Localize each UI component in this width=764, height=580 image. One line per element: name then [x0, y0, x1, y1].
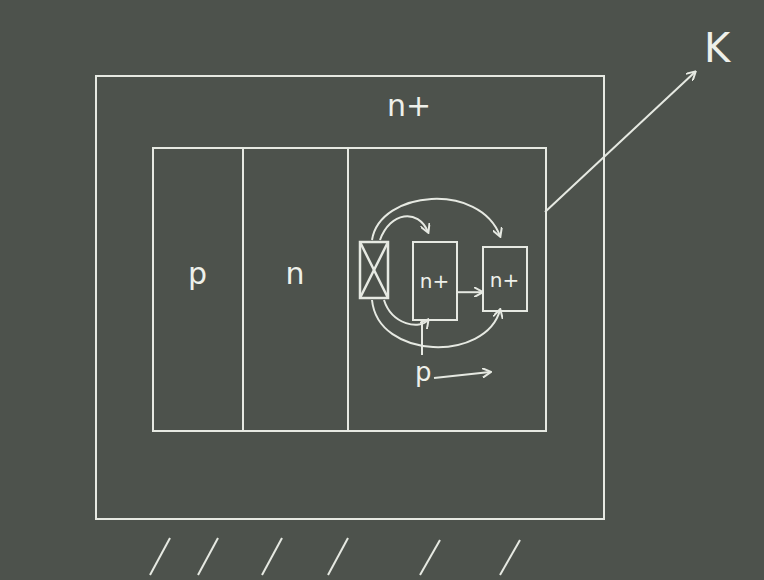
contact-symbol: [360, 242, 388, 298]
region-label: p: [188, 259, 207, 289]
region-label: n+: [420, 271, 449, 291]
current-arcs: [372, 199, 500, 378]
ground-hatching: [150, 538, 520, 575]
n-plus-substrate: n+ p n p n+ n+: [95, 75, 605, 520]
region-label: n+: [387, 91, 431, 121]
region-label: n: [285, 259, 304, 289]
region-label: n+: [490, 270, 519, 290]
n-plus-diffusion: n+: [482, 246, 528, 312]
n-region: n: [242, 147, 349, 432]
p-region: p: [152, 147, 244, 432]
p-well-region: p n+ n+: [347, 147, 547, 432]
current-arrow: [458, 291, 482, 293]
terminal-label: K: [704, 28, 730, 68]
n-plus-diffusion: n+: [412, 241, 458, 321]
leader-line: [545, 72, 695, 212]
region-label: p: [415, 359, 432, 385]
